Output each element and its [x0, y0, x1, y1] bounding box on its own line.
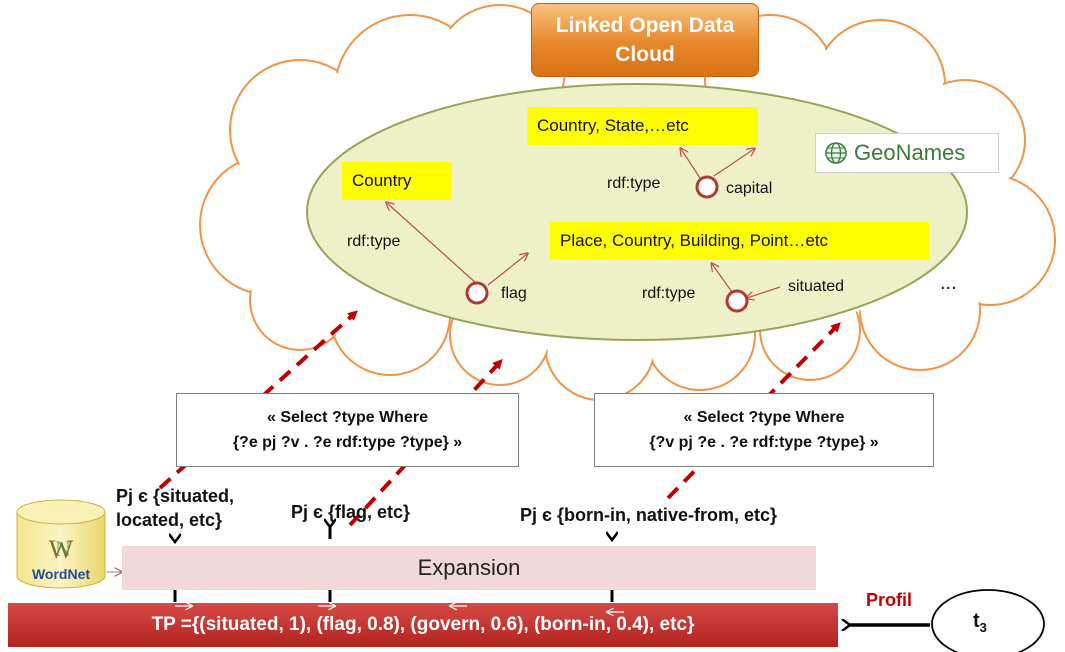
- query-left-line1: « Select ?type Where: [267, 409, 428, 426]
- t3-base: t: [973, 610, 980, 632]
- capital-label: capital: [726, 180, 773, 197]
- predicate-set-line2: located, etc}: [116, 510, 223, 530]
- predicate-set-flag: Pj є {flag, etc}: [291, 502, 410, 522]
- dataset-ellipse: [306, 83, 968, 341]
- rdf-type-label: rdf:type: [642, 285, 696, 302]
- flag-label: flag: [501, 285, 527, 302]
- ellipsis-label: ...: [940, 272, 957, 294]
- t3-node: [931, 589, 1045, 652]
- profil-label: Profil: [866, 590, 913, 610]
- geonames-logo: GeoNames: [815, 133, 999, 173]
- query-right-line2: {?v pj ?e . ?e rdf:type ?type} »: [649, 434, 879, 451]
- query-left-line2: {?e pj ?v . ?e rdf:type ?type} »: [232, 434, 463, 451]
- wordnet-logo: W N WordNet: [15, 498, 107, 590]
- query-right-line1: « Select ?type Where: [683, 409, 845, 426]
- lod-title-box: Linked Open Data Cloud: [531, 3, 759, 77]
- expansion-bar: Expansion: [122, 546, 816, 590]
- geonames-label: GeoNames: [854, 140, 966, 165]
- tp-bar: TP ={(situated, 1), (flag, 0.8), (govern…: [8, 603, 838, 647]
- query-box-right: « Select ?type Where {?v pj ?e . ?e rdf:…: [594, 393, 934, 467]
- rdf-type-label: rdf:type: [607, 175, 661, 192]
- globe-icon: [825, 142, 847, 164]
- rdf-type-label: rdf:type: [347, 233, 401, 250]
- predicate-set-line1: Pj є {situated,: [116, 486, 234, 506]
- t3-label: t3: [973, 610, 987, 635]
- svg-text:W: W: [49, 535, 74, 564]
- t3-subscript: 3: [979, 620, 987, 635]
- predicate-set-situated: Pj є {situated, located, etc}: [116, 484, 234, 532]
- lod-title-line2: Cloud: [615, 43, 675, 66]
- flag-node: [465, 281, 489, 305]
- predicate-set-born-in: Pj є {born-in, native-from, etc}: [520, 505, 777, 525]
- capital-node: [695, 175, 719, 199]
- class-place-label: Place, Country, Building, Point…etc: [550, 222, 929, 260]
- class-country-label: Country: [342, 162, 452, 200]
- situated-node: [725, 289, 749, 313]
- wordnet-label: WordNet: [31, 566, 91, 582]
- class-country-state-label: Country, State,…etc: [527, 107, 758, 145]
- situated-label: situated: [788, 278, 845, 295]
- lod-title-line1: Linked Open Data: [555, 14, 735, 37]
- expansion-label: Expansion: [417, 555, 521, 580]
- svg-text:N: N: [55, 536, 71, 561]
- query-box-left: « Select ?type Where {?e pj ?v . ?e rdf:…: [176, 393, 519, 467]
- tp-label: TP ={(situated, 1), (flag, 0.8), (govern…: [151, 614, 695, 635]
- database-icon: W N: [16, 499, 106, 589]
